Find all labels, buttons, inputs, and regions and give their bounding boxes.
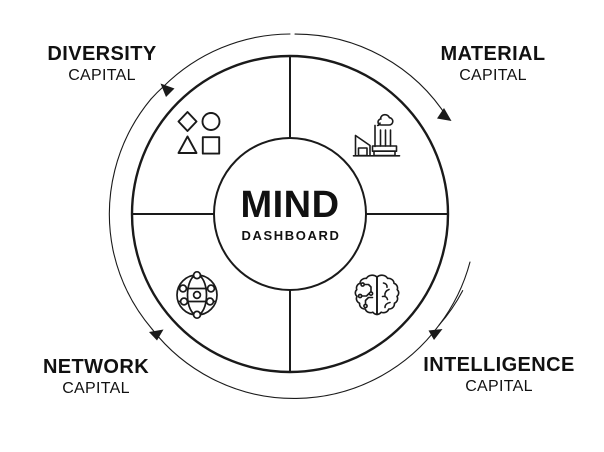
- brain-fold-4-icon: [384, 301, 391, 309]
- outer-arrow-ring: [108, 33, 471, 399]
- arrow-to-network: [149, 329, 164, 341]
- arrowheads: [149, 83, 452, 341]
- brain-fold-1-icon: [382, 282, 388, 288]
- label-diversity-title: DIVERSITY: [47, 43, 157, 65]
- brain-trace-3-icon: [364, 296, 374, 306]
- center-title: MIND: [240, 184, 340, 226]
- label-material-capital: MATERIAL CAPITAL: [400, 43, 586, 84]
- brain-node-3-icon: [357, 293, 363, 299]
- arc-segment-to-network: [112, 249, 153, 330]
- arrow-to-diversity: [160, 83, 175, 97]
- arc-segment-to-material: [294, 33, 449, 120]
- triangle-shape-icon: [177, 135, 198, 154]
- arc-segment-bottom: [151, 324, 440, 399]
- node-right-lower-icon: [205, 297, 215, 306]
- brain-left-hemisphere-icon: [354, 274, 378, 316]
- quadrant-dividers: [132, 56, 448, 372]
- main-outer-circle: [130, 54, 450, 374]
- network-nodes-icon: [178, 270, 216, 320]
- brain-right-hemisphere-icon: [376, 274, 400, 316]
- brain-trace-1-icon: [363, 283, 372, 293]
- arc-segment-to-intelligence: [438, 261, 471, 326]
- node-bottom-icon: [192, 310, 202, 320]
- center-hub-text: MIND DASHBOARD: [214, 186, 366, 242]
- circle-shape-icon: [201, 112, 221, 131]
- label-material-subtitle: CAPITAL: [459, 66, 527, 84]
- network-globe-icon: [176, 270, 218, 320]
- shed-door-icon: [357, 147, 368, 157]
- label-network-title: NETWORK: [42, 356, 150, 378]
- shapes-diversity-icon: [177, 111, 221, 155]
- brain-fold-2-icon: [384, 288, 390, 297]
- arc-segment-to-diversity: [150, 85, 165, 100]
- label-intelligence-subtitle: CAPITAL: [465, 377, 533, 395]
- label-network-capital: NETWORK CAPITAL: [8, 356, 184, 397]
- label-diversity-capital: DIVERSITY CAPITAL: [18, 43, 186, 84]
- node-center-icon: [192, 290, 202, 300]
- arrow-to-material: [437, 108, 452, 121]
- node-left-lower-icon: [179, 297, 189, 306]
- stacks-icon: [379, 129, 392, 147]
- node-left-upper-icon: [178, 284, 188, 293]
- brain-trace-2-icon: [360, 292, 370, 297]
- label-material-title: MATERIAL: [440, 43, 546, 65]
- shed-roof-icon: [354, 134, 371, 157]
- brain-node-2-icon: [368, 291, 374, 297]
- label-intelligence-title: INTELLIGENCE: [423, 354, 575, 376]
- plant-body-icon: [373, 150, 396, 157]
- diamond-shape-icon: [177, 111, 198, 132]
- smoke-wisp-icon: [376, 122, 381, 127]
- label-intelligence-capital: INTELLIGENCE CAPITAL: [404, 354, 594, 395]
- square-shape-icon: [201, 136, 221, 155]
- brain-fold-3-icon: [381, 295, 389, 301]
- label-network-subtitle: CAPITAL: [62, 379, 130, 397]
- node-top-icon: [192, 270, 202, 280]
- label-diversity-subtitle: CAPITAL: [68, 66, 136, 84]
- arc-segment-left: [108, 98, 152, 251]
- node-right-upper-icon: [206, 284, 216, 293]
- center-subtitle: DASHBOARD: [241, 228, 341, 243]
- arc-segment-top-left: [162, 33, 291, 88]
- factory-icon: [352, 113, 401, 157]
- brain-node-4-icon: [363, 303, 368, 309]
- brain-circuit-icon: [354, 274, 400, 316]
- arrow-to-intelligence: [428, 329, 443, 340]
- brain-node-1-icon: [360, 282, 366, 287]
- smoke-cloud-icon: [377, 113, 394, 126]
